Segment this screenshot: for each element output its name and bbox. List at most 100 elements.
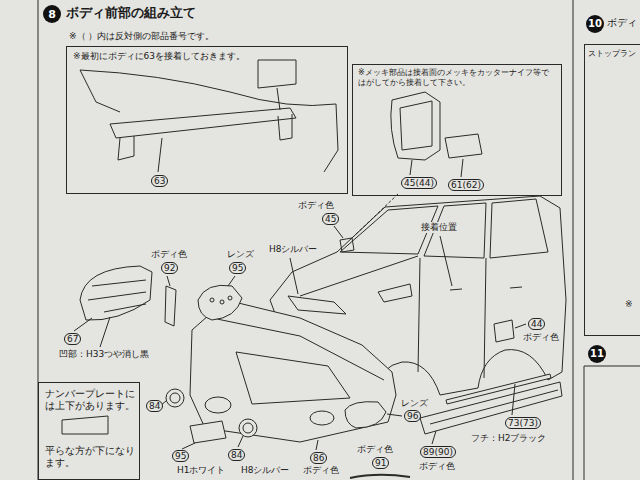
fog-hole bbox=[310, 411, 334, 425]
lens-dot bbox=[210, 298, 214, 302]
badge-number: 8 bbox=[48, 9, 56, 20]
part-label: フチ：H2ブラック bbox=[470, 433, 548, 444]
leader-line bbox=[158, 138, 162, 172]
leader-line bbox=[100, 317, 110, 347]
headlight bbox=[288, 296, 346, 314]
leader-line bbox=[461, 159, 463, 177]
step-badge: 11 bbox=[588, 345, 606, 363]
note-text: ナンバープレートには上下があります。 bbox=[45, 388, 135, 412]
door-line bbox=[484, 258, 486, 378]
dashed-leader bbox=[352, 194, 398, 238]
callout-number: 86 bbox=[310, 452, 327, 464]
leader-line bbox=[228, 276, 235, 286]
callout-number: 73(73) bbox=[505, 417, 541, 429]
mirror-parts bbox=[391, 92, 482, 177]
leader-line bbox=[432, 431, 436, 444]
note-mark: ※ bbox=[625, 299, 633, 310]
lens-dot bbox=[228, 296, 232, 300]
callout-number: 89(90) bbox=[420, 446, 456, 458]
callout-number: 45(44) bbox=[401, 177, 437, 189]
support-tab bbox=[278, 114, 292, 140]
lens-part bbox=[345, 402, 386, 428]
part-label: 接着位置 bbox=[420, 222, 458, 233]
support-tab bbox=[118, 136, 134, 160]
note-box: ナンバープレートには上下があります。平らな方が下になります。 bbox=[38, 382, 140, 480]
headlight bbox=[378, 284, 412, 302]
mirror-housing bbox=[391, 92, 440, 160]
lens-strip bbox=[165, 286, 176, 326]
artwork bbox=[38, 0, 640, 480]
callout-number: 45 bbox=[322, 213, 339, 225]
number-plate bbox=[190, 421, 226, 443]
callout-number: 67 bbox=[64, 333, 81, 345]
part-label: ボディ色 bbox=[418, 461, 456, 472]
bumper-outline bbox=[190, 300, 396, 442]
note-text: ※最初にボディに63を接着しておきます。 bbox=[73, 51, 343, 62]
part-label: 凹部：H33つや消し黒 bbox=[58, 349, 150, 360]
door-mirror-part bbox=[494, 320, 514, 342]
callout-number: 84 bbox=[228, 449, 245, 461]
air-intake bbox=[236, 352, 350, 404]
fog-hole bbox=[205, 397, 231, 413]
skirt-strip bbox=[446, 374, 551, 404]
leader-line bbox=[440, 236, 452, 286]
part-label: ボディ色 bbox=[522, 332, 560, 343]
lens-dot bbox=[220, 300, 224, 304]
mirror-glass bbox=[445, 134, 482, 158]
callout-number: 63 bbox=[151, 175, 168, 187]
headlight-part bbox=[80, 266, 152, 320]
part-label: ボディ色 bbox=[302, 465, 340, 476]
leader-line bbox=[515, 324, 526, 328]
panel-border bbox=[573, 0, 574, 480]
leader-line bbox=[316, 440, 318, 450]
bracket bbox=[258, 60, 296, 88]
door-line bbox=[418, 258, 420, 372]
step-badge: 8 bbox=[43, 5, 61, 23]
leader-line bbox=[387, 414, 402, 416]
callout-number: 44 bbox=[528, 318, 545, 330]
callout-number: 96 bbox=[404, 410, 421, 422]
part-label: H8シルバー bbox=[240, 465, 291, 476]
leader-lines bbox=[74, 194, 526, 450]
inset-box: ※メッキ部品は接着面のメッキをカッターナイフ等で はがしてから接着して下さい。 4… bbox=[352, 64, 562, 196]
hood-line bbox=[300, 256, 418, 296]
headlight-detail bbox=[88, 280, 146, 312]
inset-box: ※最初にボディに63を接着しておきます。 63 bbox=[66, 46, 348, 194]
note-text: 平らな方が下になります。 bbox=[45, 445, 135, 469]
door-handle bbox=[450, 287, 522, 290]
leader-line bbox=[182, 443, 195, 449]
callout-number: 91 bbox=[372, 457, 389, 469]
leader-line bbox=[74, 318, 92, 331]
step-badge: 10 bbox=[586, 15, 604, 33]
leader-line bbox=[290, 258, 298, 294]
part-label: レンズ bbox=[400, 398, 429, 409]
part-label: ボディ bbox=[606, 17, 638, 30]
badge-number: 10 bbox=[588, 19, 602, 29]
leader-line bbox=[334, 226, 343, 238]
part-label: ボディ色 bbox=[297, 200, 335, 211]
fender-edge bbox=[80, 70, 120, 112]
fog-lamp-inner bbox=[170, 393, 180, 403]
hood-edge bbox=[80, 70, 336, 106]
fender-edge bbox=[324, 104, 338, 172]
step-title: ボディ前部の組み立て bbox=[66, 5, 196, 21]
leader-line bbox=[410, 160, 412, 175]
callout-number: 61(62) bbox=[448, 179, 484, 191]
lens-part bbox=[198, 285, 242, 320]
part-label: レンズ bbox=[226, 249, 255, 260]
part-label: ボディ色 bbox=[356, 444, 394, 455]
bracket-stem bbox=[277, 88, 280, 110]
callout-number: 95 bbox=[229, 262, 246, 274]
support-bar bbox=[110, 108, 296, 138]
callout-number: 95 bbox=[172, 450, 189, 462]
plate-sketch bbox=[62, 416, 108, 434]
part-label: ※（ ）内は反対側の部品番号です。 bbox=[68, 31, 215, 42]
badge-number: 11 bbox=[590, 349, 604, 359]
part-label: ボディ色 bbox=[150, 249, 188, 260]
fog-lamp bbox=[239, 419, 257, 437]
note-text: ※メッキ部品は接着面のメッキをカッターナイフ等で はがしてから接着して下さい。 bbox=[358, 68, 556, 88]
leader-line bbox=[512, 384, 515, 415]
door-mirror bbox=[340, 238, 354, 252]
fog-lamp-inner bbox=[243, 423, 253, 433]
